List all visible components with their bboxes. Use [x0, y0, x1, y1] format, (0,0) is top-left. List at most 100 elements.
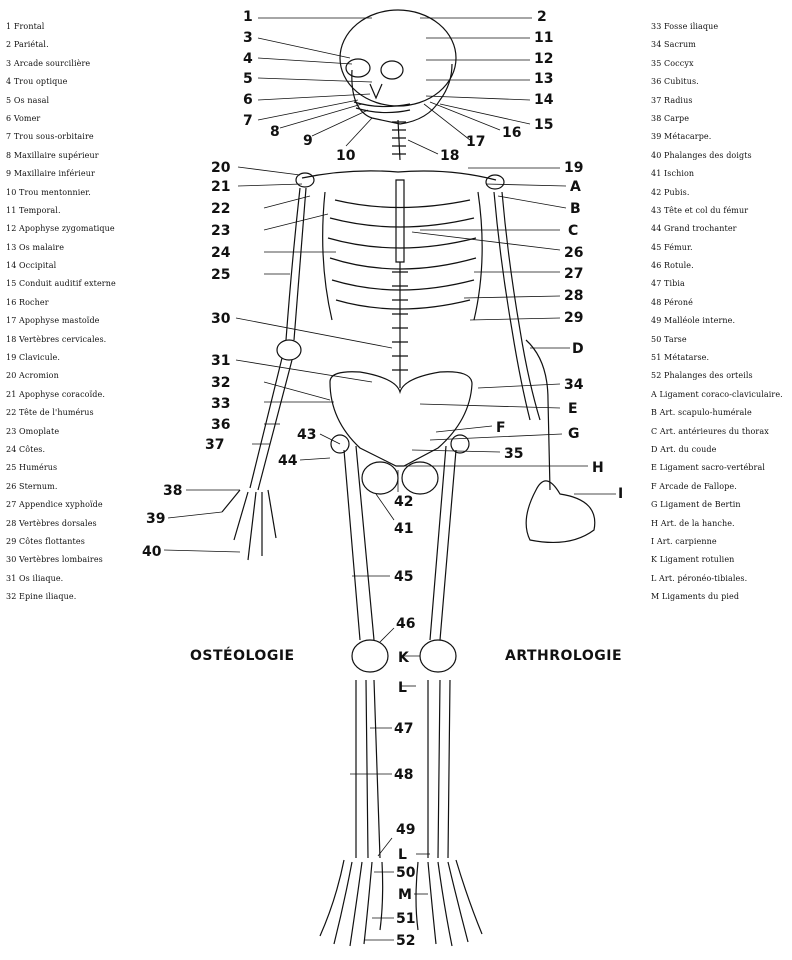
callout-label: 7	[243, 113, 253, 129]
legend-item: D Art. du coude	[651, 444, 717, 454]
callout-label: 14	[534, 92, 554, 108]
callout-label: 19	[564, 160, 583, 176]
legend-item: 32 Epine iliaque.	[6, 592, 77, 602]
legend-item: F Arcade de Fallope.	[651, 481, 737, 491]
callout-label: K	[398, 650, 410, 666]
legend-item: 2 Pariétal.	[6, 40, 49, 50]
callout-label: D	[572, 341, 584, 357]
legend-item: 49 Malléole interne.	[651, 316, 736, 326]
callout-label: 32	[211, 375, 230, 391]
legend-item: 51 Métatarse.	[651, 353, 710, 363]
callout-label: 20	[211, 160, 231, 176]
legend-item: 11 Temporal.	[6, 205, 61, 215]
legend-item: 7 Trou sous-orbitaire	[6, 132, 94, 142]
callout-label: I	[618, 486, 623, 502]
legend-item: 38 Carpe	[651, 113, 690, 123]
callout-label: 2	[537, 9, 547, 25]
legend-item: 43 Tête et col du fémur	[651, 205, 749, 215]
callout-label: L	[398, 847, 407, 863]
callout-label: B	[570, 201, 581, 217]
legend-item: 25 Humérus	[6, 463, 58, 473]
legend-item: 23 Omoplate	[6, 426, 60, 436]
callout-label: H	[592, 460, 604, 476]
legend-item: 39 Métacarpe.	[651, 132, 712, 142]
callout-label: M	[398, 887, 412, 903]
legend-item: C Art. antérieures du thorax	[651, 426, 769, 436]
legend-item: 1 Frontal	[6, 22, 45, 31]
legend-item: 28 Vertèbres dorsales	[6, 518, 97, 528]
legend-item: 46 Rotule.	[651, 261, 694, 271]
title-arthrologie: ARTHROLOGIE	[505, 648, 623, 664]
legend-item: 41 Ischion	[651, 169, 695, 179]
legend-item: 44 Grand trochanter	[651, 224, 737, 234]
callout-label: L	[398, 680, 407, 696]
callout-label: 31	[211, 353, 230, 369]
legend-item: 47 Tibia	[651, 279, 685, 289]
callout-label: 34	[564, 377, 584, 393]
callout-label: G	[568, 426, 580, 442]
legend-item: 18 Vertèbres cervicales.	[6, 334, 107, 344]
legend-item: 48 Péroné	[651, 297, 693, 307]
legend-item: 24 Côtes.	[6, 444, 46, 454]
callouts-left: 1 3 4 5 6 7 8 9 10 20 21 22 23 24 25 30 …	[142, 9, 356, 560]
legend-item: 17 Apophyse mastoïde	[6, 316, 100, 326]
legend-item: 31 Os iliaque.	[6, 573, 64, 583]
callout-label: 24	[211, 245, 231, 261]
callout-label: A	[570, 179, 581, 195]
callout-label: 49	[396, 822, 415, 838]
legend-item: 6 Vomer	[6, 113, 41, 123]
callout-label: 1	[243, 9, 253, 25]
callout-label: 52	[396, 933, 415, 949]
callout-label: 8	[270, 124, 280, 140]
legend-item: L Art. péronéo-tibiales.	[651, 573, 748, 583]
callout-label: 11	[534, 30, 553, 46]
legend-item: 37 Radius	[651, 95, 693, 105]
legend-item: 22 Tête de l'humérus	[6, 408, 94, 418]
callout-label: 18	[440, 148, 459, 164]
callout-label: 45	[394, 569, 413, 585]
callout-label: 41	[394, 521, 413, 537]
callout-label: 28	[564, 288, 583, 304]
callout-label: 4	[243, 51, 253, 67]
callout-label: 27	[564, 266, 583, 282]
legend-item: 33 Fosse iliaque	[651, 22, 719, 31]
callout-label: C	[568, 223, 578, 239]
callout-label: 42	[394, 494, 413, 510]
callout-label: 33	[211, 396, 230, 412]
legend-item: 42 Pubis.	[651, 187, 690, 197]
legend-item: 8 Maxillaire supérieur	[6, 150, 99, 160]
callouts-right: 2 11 12 13 14 15 16 17 18 19 A B C 26 27…	[394, 9, 623, 949]
callout-label: 5	[243, 71, 253, 87]
callout-label: F	[496, 420, 506, 436]
callout-label: 43	[297, 427, 316, 443]
callout-label: 40	[142, 544, 162, 560]
callout-label: 50	[396, 865, 416, 881]
legend-item: 21 Apophyse coracoïde.	[6, 389, 105, 399]
legend-item: 4 Trou optique	[6, 77, 68, 87]
callout-label: 30	[211, 311, 231, 327]
legend-item: 12 Apophyse zygomatique	[6, 224, 115, 234]
callout-label: 3	[243, 30, 253, 46]
legend-item: B Art. scapulo-humérale	[651, 408, 752, 418]
callout-label: 36	[211, 417, 230, 433]
legend-item: 19 Clavicule.	[6, 353, 61, 363]
legend-item: H Art. de la hanche.	[651, 518, 735, 528]
legend-item: 26 Sternum.	[6, 481, 58, 491]
callout-label: 51	[396, 911, 415, 927]
callout-label: 12	[534, 51, 553, 67]
skeleton-drawing	[221, 9, 596, 947]
callout-label: 26	[564, 245, 583, 261]
callout-label: 35	[504, 446, 523, 462]
legend-item: G Ligament de Bertin	[651, 500, 741, 510]
legend-item: 30 Vertèbres lombaires	[6, 555, 103, 565]
callout-label: 37	[205, 437, 224, 453]
callout-label: E	[568, 401, 578, 417]
leader-lines	[163, 17, 616, 941]
legend-item: E Ligament sacro-vertébral	[651, 463, 765, 473]
legend-item: 40 Phalanges des doigts	[651, 150, 752, 160]
legend-item: 50 Tarse	[651, 334, 687, 344]
legend-item: 20 Acromion	[6, 371, 59, 381]
